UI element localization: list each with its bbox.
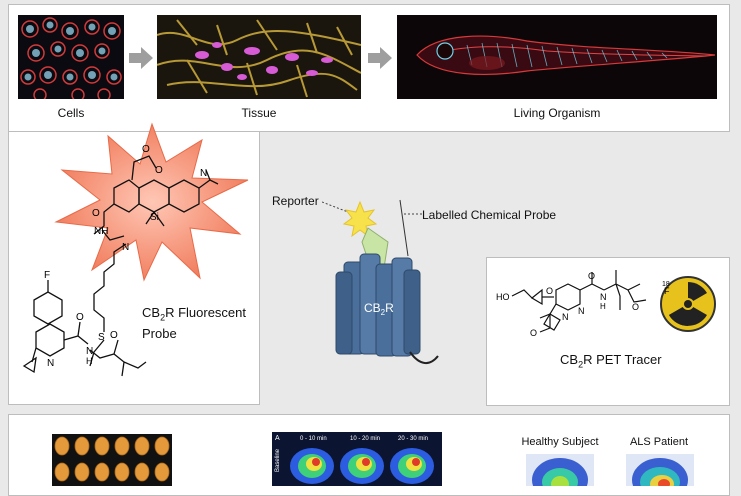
atom-nh: NH — [94, 226, 108, 237]
atom-o2: O — [142, 144, 150, 155]
radiation-icon: 18 F — [660, 276, 716, 332]
als-patient-label: ALS Patient — [629, 436, 689, 448]
fluorescent-probe-structure: O O Si N N NH O S F N N H O O — [22, 144, 219, 377]
atom-o2: O — [530, 328, 537, 338]
als-patient-scan — [626, 454, 694, 486]
atom-nh: N — [600, 292, 607, 302]
reporter-label: Reporter — [272, 194, 319, 208]
reporter-star-icon — [342, 200, 378, 238]
atom-o1: O — [155, 165, 163, 176]
atom-n2: N — [122, 242, 129, 253]
receptor-label: CB2R — [364, 301, 394, 317]
scan-time-2: 10 - 20 min — [350, 436, 380, 442]
cells-image — [18, 15, 124, 99]
isotope-mass: 18 — [662, 281, 670, 288]
atom-n1: N — [562, 312, 569, 322]
pet-timeseries-image: A 0 - 10 min 10 - 20 min 20 - 30 min Bas… — [272, 432, 442, 486]
atom-si: Si — [150, 212, 159, 223]
isotope-f: F — [664, 286, 670, 296]
zebrafish-image — [397, 15, 717, 99]
healthy-subject-label: Healthy Subject — [521, 436, 599, 448]
atom-h: H — [600, 302, 606, 311]
atom-o5: O — [110, 330, 118, 341]
tissue-image — [157, 15, 361, 99]
probe-leader-line — [404, 213, 422, 215]
atom-n2: N — [578, 306, 585, 316]
labelled-probe-label: Labelled Chemical Probe — [422, 208, 557, 222]
scan-side-label: Baseline — [275, 448, 281, 472]
reporter-leader-line — [322, 201, 349, 213]
fluorescent-probe-label: CB2R Fluorescent Probe — [142, 305, 246, 341]
atom-o4: O — [632, 302, 639, 312]
atom-n3: N — [47, 358, 54, 369]
healthy-subject-scan — [526, 454, 594, 486]
arrow-right-icon — [368, 47, 392, 69]
atom-s: S — [98, 332, 105, 343]
atom-n1: N — [200, 168, 207, 179]
pet-tracer-label: CB2R PET Tracer — [560, 352, 662, 370]
atom-f: F — [44, 270, 50, 281]
atom-o1: O — [546, 286, 553, 296]
atom-o3: O — [92, 208, 100, 219]
scan-time-3: 20 - 30 min — [398, 436, 428, 442]
pet-tracer-structure: HO N N O O O O N H — [496, 270, 647, 338]
scan-time-1: 0 - 10 min — [300, 436, 327, 442]
atom-o4: O — [76, 312, 84, 323]
scan-panel-letter: A — [275, 435, 280, 442]
arrow-right-icon — [129, 47, 153, 69]
atom-ho: HO — [496, 292, 510, 302]
tissue-label: Tissue — [241, 106, 277, 120]
cells-label: Cells — [57, 106, 85, 120]
mouse-brains-image — [52, 434, 172, 486]
atom-o3: O — [588, 271, 595, 281]
organism-label: Living Organism — [513, 106, 601, 120]
atom-n4: N — [86, 346, 93, 357]
cb2-receptor-diagram: CB2R — [335, 199, 439, 364]
atom-h: H — [86, 356, 93, 366]
fluorescent-starburst — [54, 122, 249, 282]
